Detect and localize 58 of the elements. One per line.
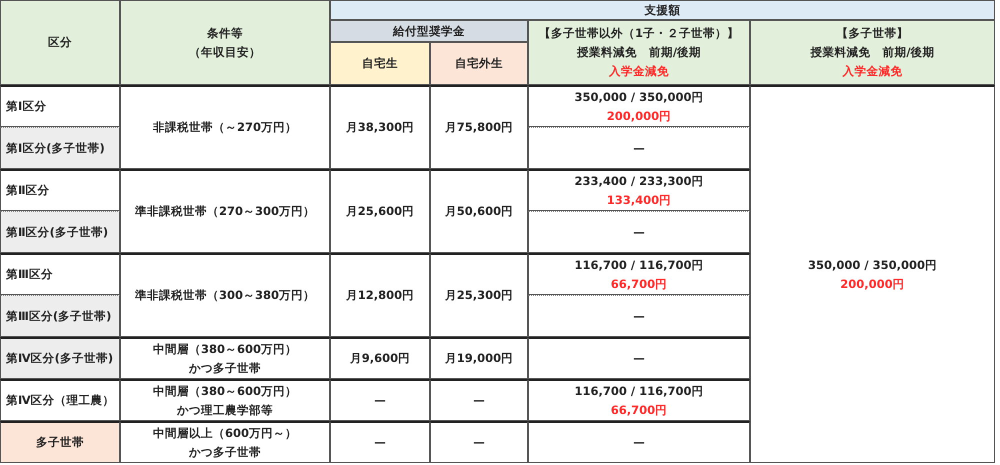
cell-text: 区分 bbox=[48, 34, 72, 51]
cell-text: 200,000円 bbox=[840, 276, 905, 292]
cell-text: 入学金減免 bbox=[609, 63, 669, 80]
cell-text: 月12,800円 bbox=[346, 287, 414, 304]
cell-text: かつ多子世帯 bbox=[189, 360, 261, 376]
cell-text: かつ多子世帯 bbox=[189, 444, 261, 460]
cell-text: 第Ⅱ区分 bbox=[6, 182, 50, 199]
cell-text: — bbox=[633, 140, 645, 156]
cell-text: 給付型奨学金 bbox=[393, 22, 465, 40]
cell-text: 授業料減免 前期/後期 bbox=[810, 44, 935, 61]
cell-text: 中間層以上（600万円～） bbox=[152, 424, 297, 442]
cell-text: — bbox=[473, 392, 485, 409]
cell-text: 準非課税世帯（270～300万円） bbox=[134, 203, 315, 220]
cell-text: — bbox=[374, 434, 386, 451]
cell-text: 準非課税世帯（300～380万円） bbox=[134, 287, 315, 304]
cell-text: 自宅生 bbox=[362, 55, 398, 72]
cell-text: 条件等 bbox=[207, 24, 243, 42]
cell-text: 多子世帯 bbox=[36, 434, 84, 451]
cell-text: 月50,600円 bbox=[444, 203, 514, 220]
cell-text: 月19,000円 bbox=[444, 350, 514, 367]
cell-text: 月9,600円 bbox=[350, 350, 410, 367]
cell-text: — bbox=[633, 434, 645, 451]
cell-text: — bbox=[633, 308, 645, 324]
cell-text: 133,400円 bbox=[606, 192, 672, 208]
cell-text: 月25,600円 bbox=[346, 203, 414, 220]
cell-text: 第Ⅳ区分（理工農） bbox=[6, 392, 115, 409]
cell-text: 66,700円 bbox=[610, 276, 668, 292]
cell-text: （年収目安） bbox=[189, 44, 261, 60]
cell-text: 第Ⅰ区分 bbox=[6, 98, 46, 115]
cell-text: 月38,300円 bbox=[346, 119, 414, 136]
cell-text: — bbox=[374, 392, 386, 409]
cell-text: 66,700円 bbox=[610, 402, 668, 418]
cell-text: — bbox=[473, 434, 485, 451]
cell-text: 第Ⅱ区分(多子世帯) bbox=[6, 224, 108, 240]
cell-text: 非課税世帯（～270万円） bbox=[152, 119, 297, 136]
cell-text: 350,000 / 350,000円 bbox=[574, 88, 704, 106]
cell-text: かつ理工農学部等 bbox=[177, 402, 273, 418]
cell-text: 第Ⅰ区分(多子世帯) bbox=[6, 140, 105, 156]
cell-text: 第Ⅲ区分(多子世帯) bbox=[6, 308, 112, 324]
cell-text: — bbox=[633, 350, 645, 367]
cell-text: 第Ⅲ区分 bbox=[6, 266, 53, 283]
cell-text: 【多子世帯】 bbox=[836, 25, 908, 42]
cell-text: 116,700 / 116,700円 bbox=[574, 382, 704, 400]
cell-text: 中間層（380～600万円） bbox=[152, 382, 297, 400]
cell-text: 233,400 / 233,300円 bbox=[574, 172, 704, 190]
cell-text: 116,700 / 116,700円 bbox=[574, 256, 704, 274]
cell-text: 350,000 / 350,000円 bbox=[808, 256, 937, 274]
cell-text: 第Ⅳ区分(多子世帯) bbox=[6, 350, 114, 367]
cell-text: — bbox=[633, 224, 645, 240]
cell-text: 授業料減免 前期/後期 bbox=[576, 44, 702, 61]
cell-text: 支援額 bbox=[644, 2, 680, 18]
cell-text: 月75,800円 bbox=[444, 119, 514, 136]
cell-text: 月25,300円 bbox=[444, 287, 514, 304]
cell-text: 200,000円 bbox=[606, 108, 672, 124]
cell-text: 入学金減免 bbox=[842, 63, 902, 80]
cell-text: 自宅外生 bbox=[455, 55, 503, 72]
cell-text: 中間層（380～600万円） bbox=[152, 340, 297, 358]
cell-text: 【多子世帯以外（1子・２子世帯）】 bbox=[538, 25, 739, 42]
